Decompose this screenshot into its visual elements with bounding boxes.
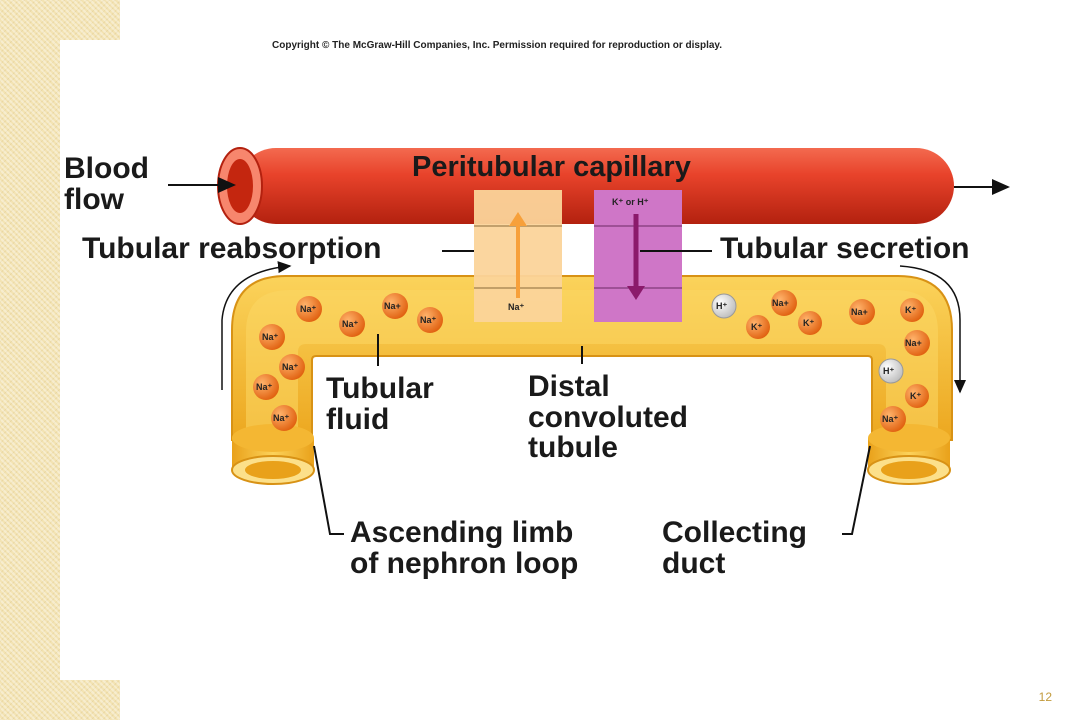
copyright-notice: Copyright © The McGraw-Hill Companies, I… <box>272 40 723 51</box>
ion-k-label: K⁺ <box>803 318 815 328</box>
peritubular-capillary-label: Peritubular capillary <box>412 151 691 183</box>
ion-na-label: Na⁺ <box>300 304 317 314</box>
distal-convoluted-tubule-label: Distal convoluted tubule <box>528 370 689 465</box>
ion-na-label: Na+ <box>851 307 868 317</box>
ascending-limb-label: Ascending limb of nephron loop <box>350 516 579 580</box>
k-or-h-label: K⁺ or H⁺ <box>612 197 649 207</box>
ion-na-label: Na⁺ <box>282 362 299 372</box>
ion-na-label: Na+ <box>384 301 401 311</box>
ascending-leader <box>313 445 344 535</box>
ion-k-2 <box>798 311 822 335</box>
secretion-zone <box>594 190 682 322</box>
ion-na-6 <box>279 354 305 380</box>
ion-h-label: H⁺ <box>883 366 895 376</box>
ion-particles <box>253 290 930 432</box>
ion-k-3 <box>900 298 924 322</box>
tubular-fluid-label: Tubular fluid <box>326 372 434 436</box>
ion-na-4 <box>417 307 443 333</box>
tubule-flow-arrow-right <box>899 265 966 394</box>
ion-na-11 <box>904 330 930 356</box>
slide-page-number: 12 <box>1038 690 1052 704</box>
ion-na-2 <box>382 293 408 319</box>
collecting-duct-label: Collecting duct <box>662 516 808 580</box>
tubule-flow-arrow-left <box>221 261 292 390</box>
ion-na-label: Na⁺ <box>256 382 273 392</box>
ion-k-label: K⁺ <box>910 391 922 401</box>
ion-na-9 <box>771 290 797 316</box>
blood-flow-label: Blood flow <box>64 152 149 216</box>
tubular-reabsorption-label: Tubular reabsorption <box>82 232 382 265</box>
ion-na-1 <box>296 296 322 322</box>
ion-na-10 <box>849 299 875 325</box>
ion-h-1 <box>711 293 737 319</box>
ion-na-label: Na⁺ <box>273 413 290 423</box>
tubular-secretion-label: Tubular secretion <box>720 232 970 265</box>
ion-k-1 <box>746 315 770 339</box>
collecting-leader <box>842 445 871 535</box>
ion-k-label: K⁺ <box>905 305 917 315</box>
reabsorption-zone <box>474 190 562 322</box>
ion-na-8 <box>271 405 297 431</box>
peritubular-capillary <box>217 147 954 225</box>
ion-na-label: Na+ <box>905 338 922 348</box>
ion-h-2 <box>878 358 904 384</box>
ion-na-label: Na⁺ <box>882 414 899 424</box>
ion-k-4 <box>905 384 929 408</box>
ion-h-label: H⁺ <box>716 301 728 311</box>
ion-na-12 <box>880 406 906 432</box>
ion-na-label: Na⁺ <box>420 315 437 325</box>
ion-na-label: Na⁺ <box>262 332 279 342</box>
ion-na-label: Na+ <box>772 298 789 308</box>
ion-k-label: K⁺ <box>751 322 763 332</box>
ascending-limb-opening <box>231 424 315 485</box>
ion-na-5 <box>259 324 285 350</box>
na-channel-label: Na⁺ <box>508 302 525 312</box>
collecting-duct-opening <box>867 424 951 485</box>
ion-na-label: Na⁺ <box>342 319 359 329</box>
ion-na-3 <box>339 311 365 337</box>
ion-na-7 <box>253 374 279 400</box>
